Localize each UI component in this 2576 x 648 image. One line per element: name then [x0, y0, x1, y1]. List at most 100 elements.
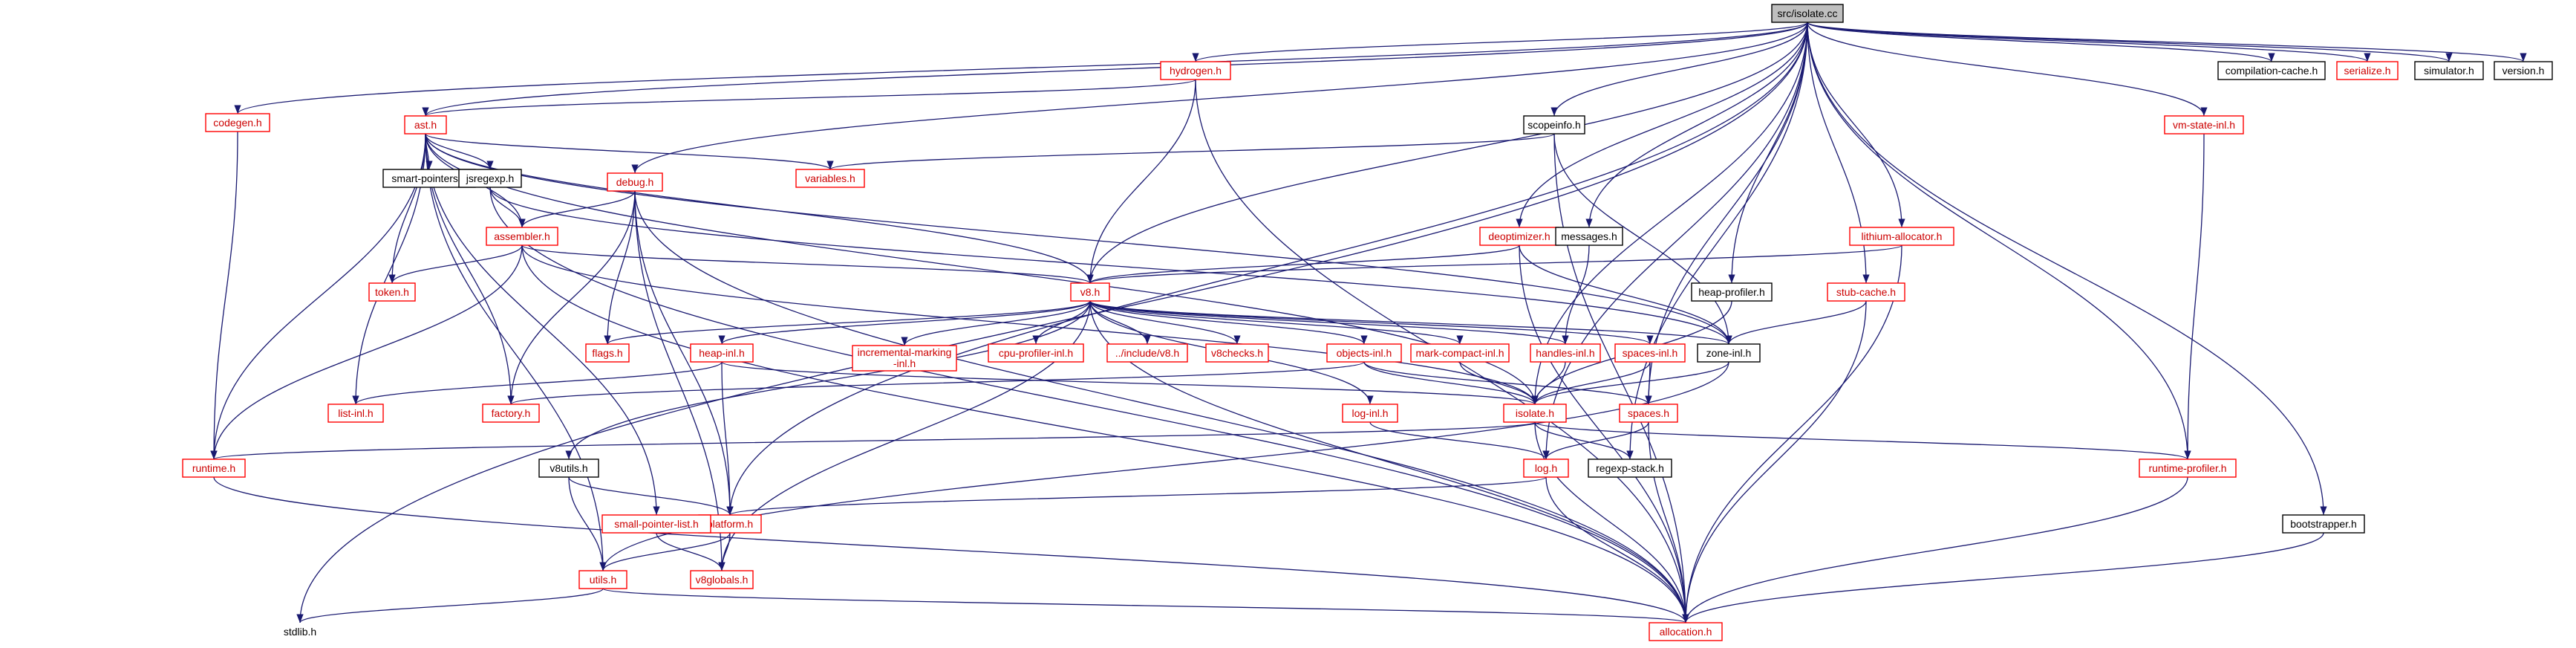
- edge-v8-to-cpu-profiler-inl: [1032, 300, 1091, 345]
- edge-spaces-to-allocation: [1648, 421, 1689, 623]
- node-regexp-stack[interactable]: regexp-stack.h: [1588, 459, 1672, 478]
- node-variables[interactable]: variables.h: [795, 169, 865, 188]
- node-debug[interactable]: debug.h: [607, 172, 663, 192]
- edge-ast-to-variables: [425, 133, 834, 170]
- node-label: spaces.h: [1628, 407, 1669, 419]
- edge-isolate-h-to-runtime: [211, 421, 1536, 460]
- node-simulator[interactable]: simulator.h: [2414, 61, 2484, 80]
- node-stub-cache[interactable]: stub-cache.h: [1827, 282, 1905, 302]
- edge-isolate-cc-to-hydrogen: [1192, 22, 1808, 62]
- node-label: v8utils.h: [550, 462, 587, 474]
- node-hydrogen[interactable]: hydrogen.h: [1160, 61, 1231, 80]
- node-token[interactable]: token.h: [368, 282, 416, 302]
- node-log-inl[interactable]: log-inl.h: [1342, 404, 1398, 423]
- edge-v8-to-handles-inl: [1089, 300, 1569, 345]
- node-label: list-inl.h: [338, 407, 373, 419]
- node-label: runtime-profiler.h: [2148, 462, 2226, 474]
- node-heap-profiler[interactable]: heap-profiler.h: [1691, 282, 1773, 302]
- node-ast[interactable]: ast.h: [404, 115, 447, 135]
- node-spaces-inl[interactable]: spaces-inl.h: [1614, 343, 1686, 363]
- node-label: hydrogen.h: [1170, 65, 1222, 77]
- node-vm-state-inl[interactable]: vm-state-inl.h: [2164, 115, 2244, 135]
- node-label: lithium-allocator.h: [1862, 230, 1943, 242]
- node-v8[interactable]: v8.h: [1070, 282, 1110, 302]
- node-log[interactable]: log.h: [1523, 459, 1569, 478]
- edge-v8-to-include-v8: [1089, 300, 1151, 345]
- node-label: ast.h: [414, 119, 437, 131]
- node-incremental-marking-inl[interactable]: incremental-marking-inl.hincremental-mar…: [852, 345, 1021, 372]
- node-label: heap-inl.h: [699, 347, 745, 359]
- node-label: small-pointer-list.h: [614, 518, 699, 530]
- edge-debug-to-allocation: [634, 190, 1689, 623]
- edge-isolate-cc-to-lithium-allocator: [1807, 22, 1905, 228]
- node-small-pointer-list[interactable]: small-pointer-list.h: [601, 514, 711, 534]
- node-box: [486, 227, 558, 246]
- node-isolate-cc[interactable]: src/isolate.cc: [1771, 4, 1844, 23]
- edge-debug-to-platform: [634, 190, 734, 516]
- edge-isolate-h-to-regexp-stack: [1534, 421, 1634, 460]
- edge-isolate-cc-to-bootstrapper: [1807, 22, 2327, 516]
- node-include-v8[interactable]: ../include/v8.h: [1106, 343, 1188, 363]
- node-allocation[interactable]: allocation.h: [1649, 622, 1723, 641]
- edge-lithium-allocator-to-v8: [1086, 244, 1902, 284]
- edge-spaces-inl-to-spaces: [1645, 361, 1652, 405]
- node-cpu-profiler-inl[interactable]: cpu-profiler-inl.h: [988, 343, 1084, 363]
- node-v8globals[interactable]: v8globals.h: [690, 570, 754, 589]
- node-heap-inl[interactable]: heap-inl.h: [690, 343, 754, 363]
- node-v8utils[interactable]: v8utils.h: [538, 459, 599, 478]
- node-box: [1479, 227, 1559, 246]
- node-box: [601, 514, 711, 534]
- edge-jsregexp-to-zone-inl: [489, 187, 1732, 345]
- edge-v8-to-mark-compact-inl: [1089, 300, 1464, 345]
- node-flags[interactable]: flags.h: [585, 343, 630, 363]
- node-runtime-profiler[interactable]: runtime-profiler.h: [2139, 459, 2237, 478]
- edge-isolate-cc-to-simulator: [1807, 22, 2453, 62]
- node-utils[interactable]: utils.h: [578, 570, 627, 589]
- node-label: scopeinfo.h: [1527, 119, 1581, 131]
- node-lithium-allocator[interactable]: lithium-allocator.h: [1849, 227, 1954, 246]
- edge-objects-inl-to-isolate-h: [1363, 361, 1539, 405]
- node-box: [607, 172, 663, 192]
- node-label: messages.h: [1561, 230, 1617, 242]
- node-codegen[interactable]: codegen.h: [205, 113, 270, 132]
- node-box: [2164, 115, 2244, 135]
- node-list-inl[interactable]: list-inl.h: [327, 404, 384, 423]
- edge-utils-to-allocation: [602, 588, 1689, 623]
- node-zone-inl[interactable]: zone-inl.h: [1697, 343, 1761, 363]
- node-spaces[interactable]: spaces.h: [1619, 404, 1678, 423]
- node-box: [538, 459, 599, 478]
- node-bootstrapper[interactable]: bootstrapper.h: [2282, 514, 2365, 534]
- node-box: [1106, 343, 1188, 363]
- edge-platform-to-utils: [599, 532, 731, 571]
- node-objects-inl[interactable]: objects-inl.h: [1326, 343, 1402, 363]
- node-compilation-cache[interactable]: compilation-cache.h: [2217, 61, 2326, 80]
- edge-ast-to-jsregexp: [425, 133, 494, 170]
- node-runtime[interactable]: runtime.h: [182, 459, 246, 478]
- node-factory[interactable]: factory.h: [482, 404, 540, 423]
- node-messages[interactable]: messages.h: [1555, 227, 1623, 246]
- edge-scopeinfo-to-zone-inl: [1553, 133, 1732, 345]
- edge-v8-to-heap-inl: [718, 300, 1091, 345]
- node-scopeinfo[interactable]: scopeinfo.h: [1523, 115, 1585, 135]
- node-assembler[interactable]: assembler.h: [486, 227, 558, 246]
- node-version[interactable]: version.h: [2494, 61, 2553, 80]
- node-label: runtime.h: [192, 462, 235, 474]
- node-deoptimizer[interactable]: deoptimizer.h: [1479, 227, 1559, 246]
- edge-zone-inl-to-isolate-h: [1531, 361, 1729, 405]
- node-jsregexp[interactable]: jsregexp.h: [458, 169, 522, 188]
- node-label: compilation-cache.h: [2226, 65, 2318, 77]
- node-box: [1070, 282, 1110, 302]
- node-handles-inl[interactable]: handles-inl.h: [1530, 343, 1601, 363]
- node-mark-compact-inl[interactable]: mark-compact-inl.h: [1410, 343, 1510, 363]
- node-v8checks[interactable]: v8checks.h: [1205, 343, 1269, 363]
- node-serialize[interactable]: serialize.h: [2336, 61, 2399, 80]
- edge-isolate-cc-to-codegen: [234, 22, 1808, 114]
- edge-isolate-cc-to-log: [1542, 22, 1808, 460]
- edge-isolate-cc-to-isolate-h: [1531, 22, 1808, 405]
- edge-ast-to-isolate-h: [425, 133, 1539, 405]
- node-box: [1530, 343, 1601, 363]
- edge-isolate-cc-to-version: [1807, 22, 2527, 62]
- edge-v8-to-incremental-marking-inl: [901, 300, 1091, 346]
- node-isolate-h[interactable]: isolate.h: [1503, 404, 1567, 423]
